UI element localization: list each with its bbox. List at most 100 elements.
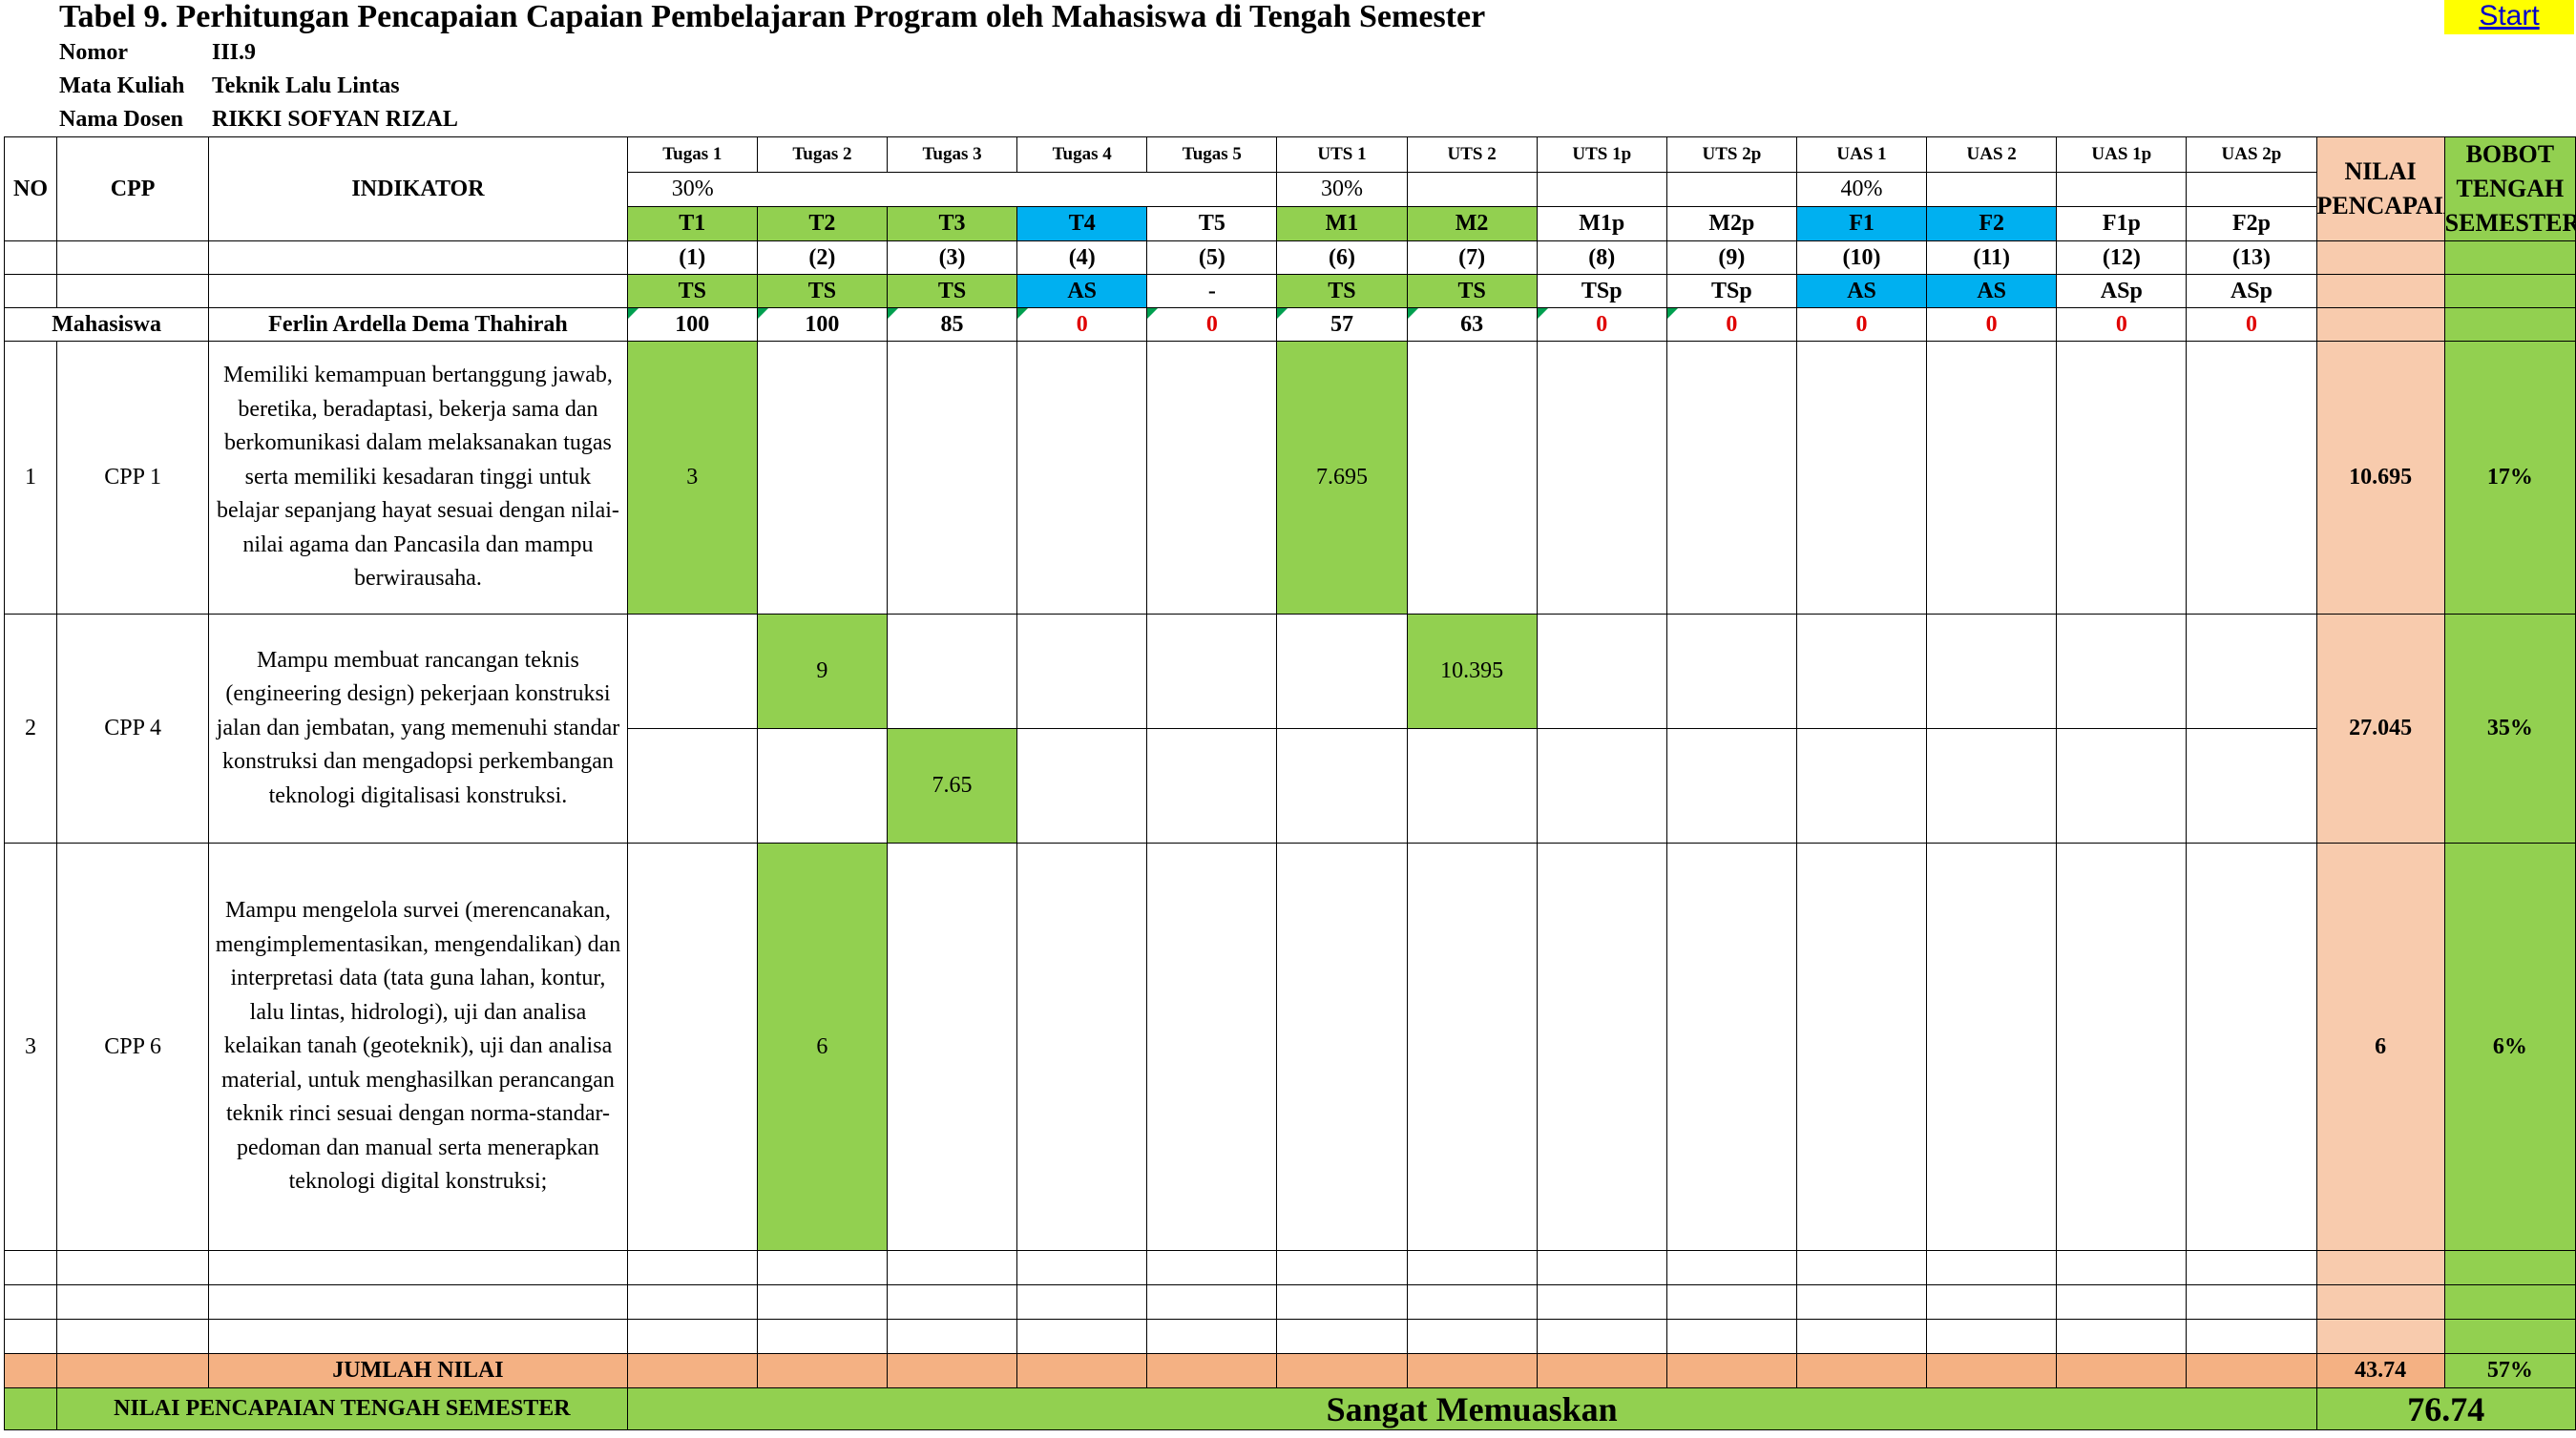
score-cell[interactable]: 0 <box>1146 307 1278 342</box>
task-header: UAS 2p <box>2186 136 2317 173</box>
header-no: NO <box>3 136 58 241</box>
code-cell: F2 <box>1926 206 2058 241</box>
task-header: UAS 2 <box>1926 136 2058 173</box>
code-cell: M1 <box>1276 206 1408 241</box>
header-row-tasks: NO CPP INDIKATOR Tugas 1 Tugas 2 Tugas 3… <box>3 136 2576 241</box>
num-cell: (10) <box>1795 240 1928 275</box>
score-cell[interactable]: 57 <box>1276 307 1408 342</box>
type-cell: TS <box>886 274 1018 308</box>
page-title: Tabel 9. Perhitungan Pencapaian Capaian … <box>59 0 1486 34</box>
task-header: UTS 2 <box>1406 136 1538 173</box>
score-cell[interactable]: 63 <box>1406 307 1538 342</box>
header-row-nums: (1) (2) (3) (4) (5) (6) (7) (8) (9) (10)… <box>3 240 2576 275</box>
score-cell[interactable]: 0 <box>2186 307 2317 342</box>
table-row-cpp6: 3 CPP 6 Mampu mengelola survei (merencan… <box>3 843 2576 1251</box>
weight-tugas: 30% <box>626 171 1278 208</box>
task-header: UTS 1p <box>1536 136 1667 173</box>
weight-uts: 30% <box>1276 171 1408 208</box>
task-header: Tugas 5 <box>1146 136 1278 173</box>
table-row-cpp4: 2 CPP 4 Mampu membuat rancangan teknis (… <box>3 614 2576 844</box>
task-header: UAS 1p <box>2056 136 2188 173</box>
empty-row <box>3 1250 2576 1285</box>
row-no: 2 <box>3 614 58 844</box>
score-cell[interactable]: 85 <box>886 307 1018 342</box>
row-bobot: 17% <box>2443 341 2576 615</box>
row-nilai: 6 <box>2315 843 2445 1251</box>
code-cell: F2p <box>2186 206 2317 241</box>
code-cell: F1 <box>1795 206 1928 241</box>
task-header: UTS 1 <box>1276 136 1408 173</box>
row-indikator: Mampu membuat rancangan teknis (engineer… <box>208 614 628 844</box>
start-button[interactable]: Start <box>2444 0 2574 34</box>
num-cell: (2) <box>756 240 888 275</box>
table-row-cpp1: 1 CPP 1 Memiliki kemampuan bertanggung j… <box>3 341 2576 615</box>
num-cell: (13) <box>2186 240 2317 275</box>
type-cell: TS <box>1406 274 1538 308</box>
row-indikator: Memiliki kemampuan bertanggung jawab, be… <box>208 341 628 615</box>
value-cell: 10.395 <box>1406 614 1538 729</box>
footer-predikat: Sangat Memuaskan <box>626 1387 2317 1430</box>
footer-row: NILAI PENCAPAIAN TENGAH SEMESTER Sangat … <box>3 1387 2576 1430</box>
type-cell: AS <box>1016 274 1148 308</box>
score-cell[interactable]: 0 <box>1926 307 2058 342</box>
num-cell: (5) <box>1146 240 1278 275</box>
type-cell: TS <box>626 274 758 308</box>
code-cell: F1p <box>2056 206 2188 241</box>
score-cell[interactable]: 100 <box>756 307 888 342</box>
value-cell: 3 <box>626 341 758 615</box>
task-header: Tugas 3 <box>886 136 1018 173</box>
task-header: UAS 1 <box>1795 136 1928 173</box>
task-header: Tugas 1 <box>626 136 758 173</box>
row-indikator: Mampu mengelola survei (merencanakan, me… <box>208 843 628 1251</box>
empty-row <box>3 1284 2576 1320</box>
num-cell: (8) <box>1536 240 1667 275</box>
row-bobot: 35% <box>2443 614 2576 844</box>
row-no: 1 <box>3 341 58 615</box>
type-cell: AS <box>1795 274 1928 308</box>
student-name: Ferlin Ardella Dema Thahirah <box>208 307 628 342</box>
num-cell: (12) <box>2056 240 2188 275</box>
num-cell: (3) <box>886 240 1018 275</box>
jumlah-bobot: 57% <box>2443 1353 2576 1388</box>
footer-label: NILAI PENCAPAIAN TENGAH SEMESTER <box>56 1387 628 1430</box>
type-cell: TS <box>1276 274 1408 308</box>
code-cell: T4 <box>1016 206 1148 241</box>
row-no: 3 <box>3 843 58 1251</box>
type-cell: ASp <box>2186 274 2317 308</box>
code-cell: T2 <box>756 206 888 241</box>
empty-row <box>3 1319 2576 1354</box>
footer-nilai: 76.74 <box>2315 1387 2576 1430</box>
jumlah-nilai: 43.74 <box>2315 1353 2445 1388</box>
weight-uas: 40% <box>1795 171 1928 208</box>
student-label: Mahasiswa <box>3 307 210 342</box>
value-cell: 9 <box>756 614 888 729</box>
type-cell: TS <box>756 274 888 308</box>
student-row: Mahasiswa Ferlin Ardella Dema Thahirah 1… <box>3 307 2576 342</box>
num-cell: (1) <box>626 240 758 275</box>
num-cell: (9) <box>1665 240 1797 275</box>
score-cell[interactable]: 0 <box>1665 307 1797 342</box>
score-cell[interactable]: 0 <box>1016 307 1148 342</box>
row-cpp: CPP 1 <box>56 341 210 615</box>
score-cell[interactable]: 0 <box>1536 307 1667 342</box>
type-cell: TSp <box>1536 274 1667 308</box>
header-row-weights: 30% 30% 40% <box>5 171 2576 208</box>
type-cell: ASp <box>2056 274 2188 308</box>
header-nilai-pencapaian: NILAI PENCAPAIAN <box>2315 136 2445 241</box>
score-cell[interactable]: 0 <box>2056 307 2188 342</box>
table-row-cpp4-b: 7.65 <box>5 728 2576 844</box>
code-cell: T1 <box>626 206 758 241</box>
score-cell[interactable]: 100 <box>626 307 758 342</box>
code-cell: M1p <box>1536 206 1667 241</box>
cpp-table: NO CPP INDIKATOR Tugas 1 Tugas 2 Tugas 3… <box>3 136 2576 1430</box>
value-cell: 6 <box>756 843 888 1251</box>
code-cell: M2p <box>1665 206 1797 241</box>
header-cpp: CPP <box>56 136 210 241</box>
header-indikator: INDIKATOR <box>208 136 628 241</box>
num-cell: (7) <box>1406 240 1538 275</box>
code-cell: T5 <box>1146 206 1278 241</box>
score-cell[interactable]: 0 <box>1795 307 1928 342</box>
